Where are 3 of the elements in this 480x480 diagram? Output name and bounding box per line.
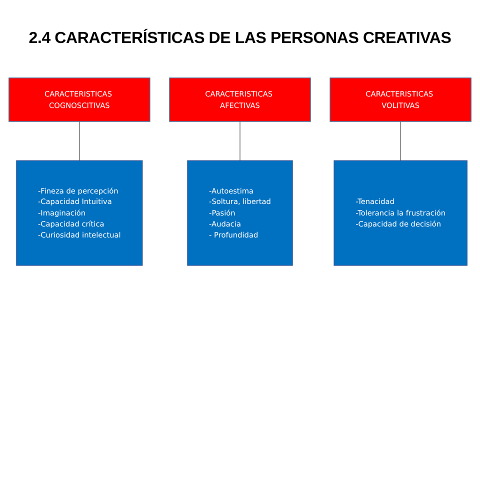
title: 2.4 CARACTERÍSTICAS DE LAS PERSONAS CREATIVAS	[28, 30, 452, 48]
connector	[79, 121, 80, 162]
connector	[400, 121, 401, 162]
